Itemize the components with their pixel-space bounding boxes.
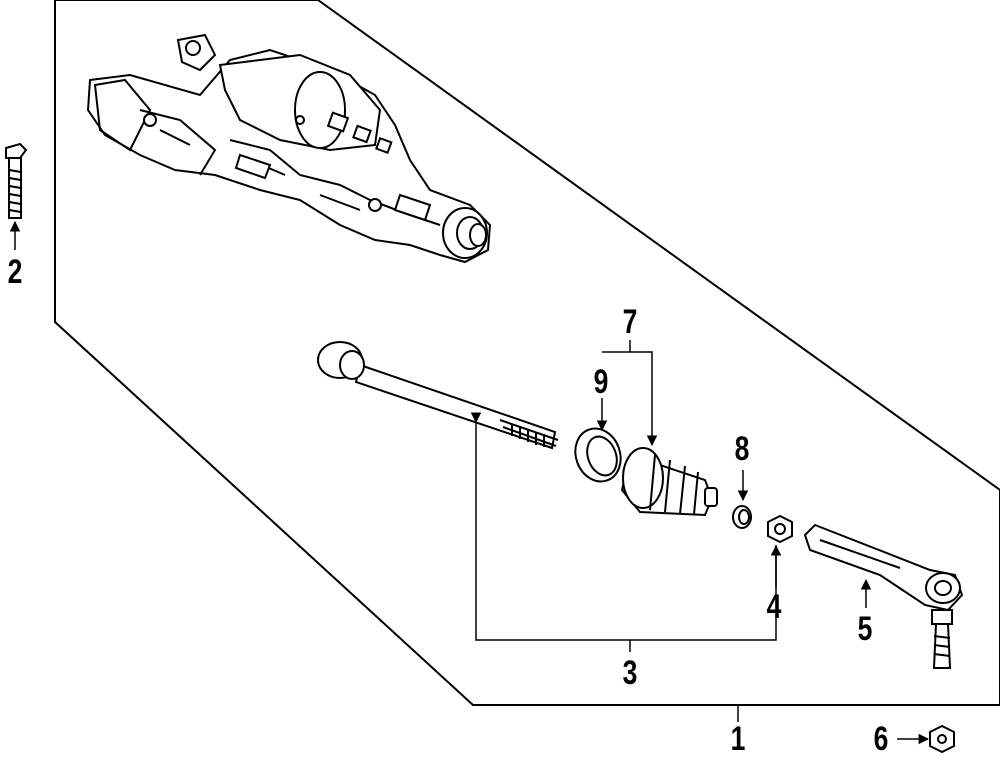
callout-8: 8 [734,430,750,468]
bolt [5,142,28,219]
callout-2: 2 [7,253,23,291]
callout-5: 5 [857,610,873,648]
callout-4: 4 [766,588,782,626]
leader-3 [470,412,777,641]
jam-nut [767,514,793,544]
boot-clamp [574,427,622,483]
callout-3: 3 [622,654,638,692]
callout-9: 9 [593,363,609,401]
hex-nut [929,724,955,754]
leader-7 [602,351,658,447]
inner-tie-rod [317,341,559,450]
steering-gear-housing [86,33,492,264]
rack-boot [620,447,718,517]
assembly-boundary [54,0,1000,706]
callout-1: 1 [730,720,746,758]
outer-tie-rod-end [803,523,964,669]
callout-6: 6 [873,720,889,758]
small-clamp [732,505,752,529]
callout-7: 7 [622,303,638,341]
